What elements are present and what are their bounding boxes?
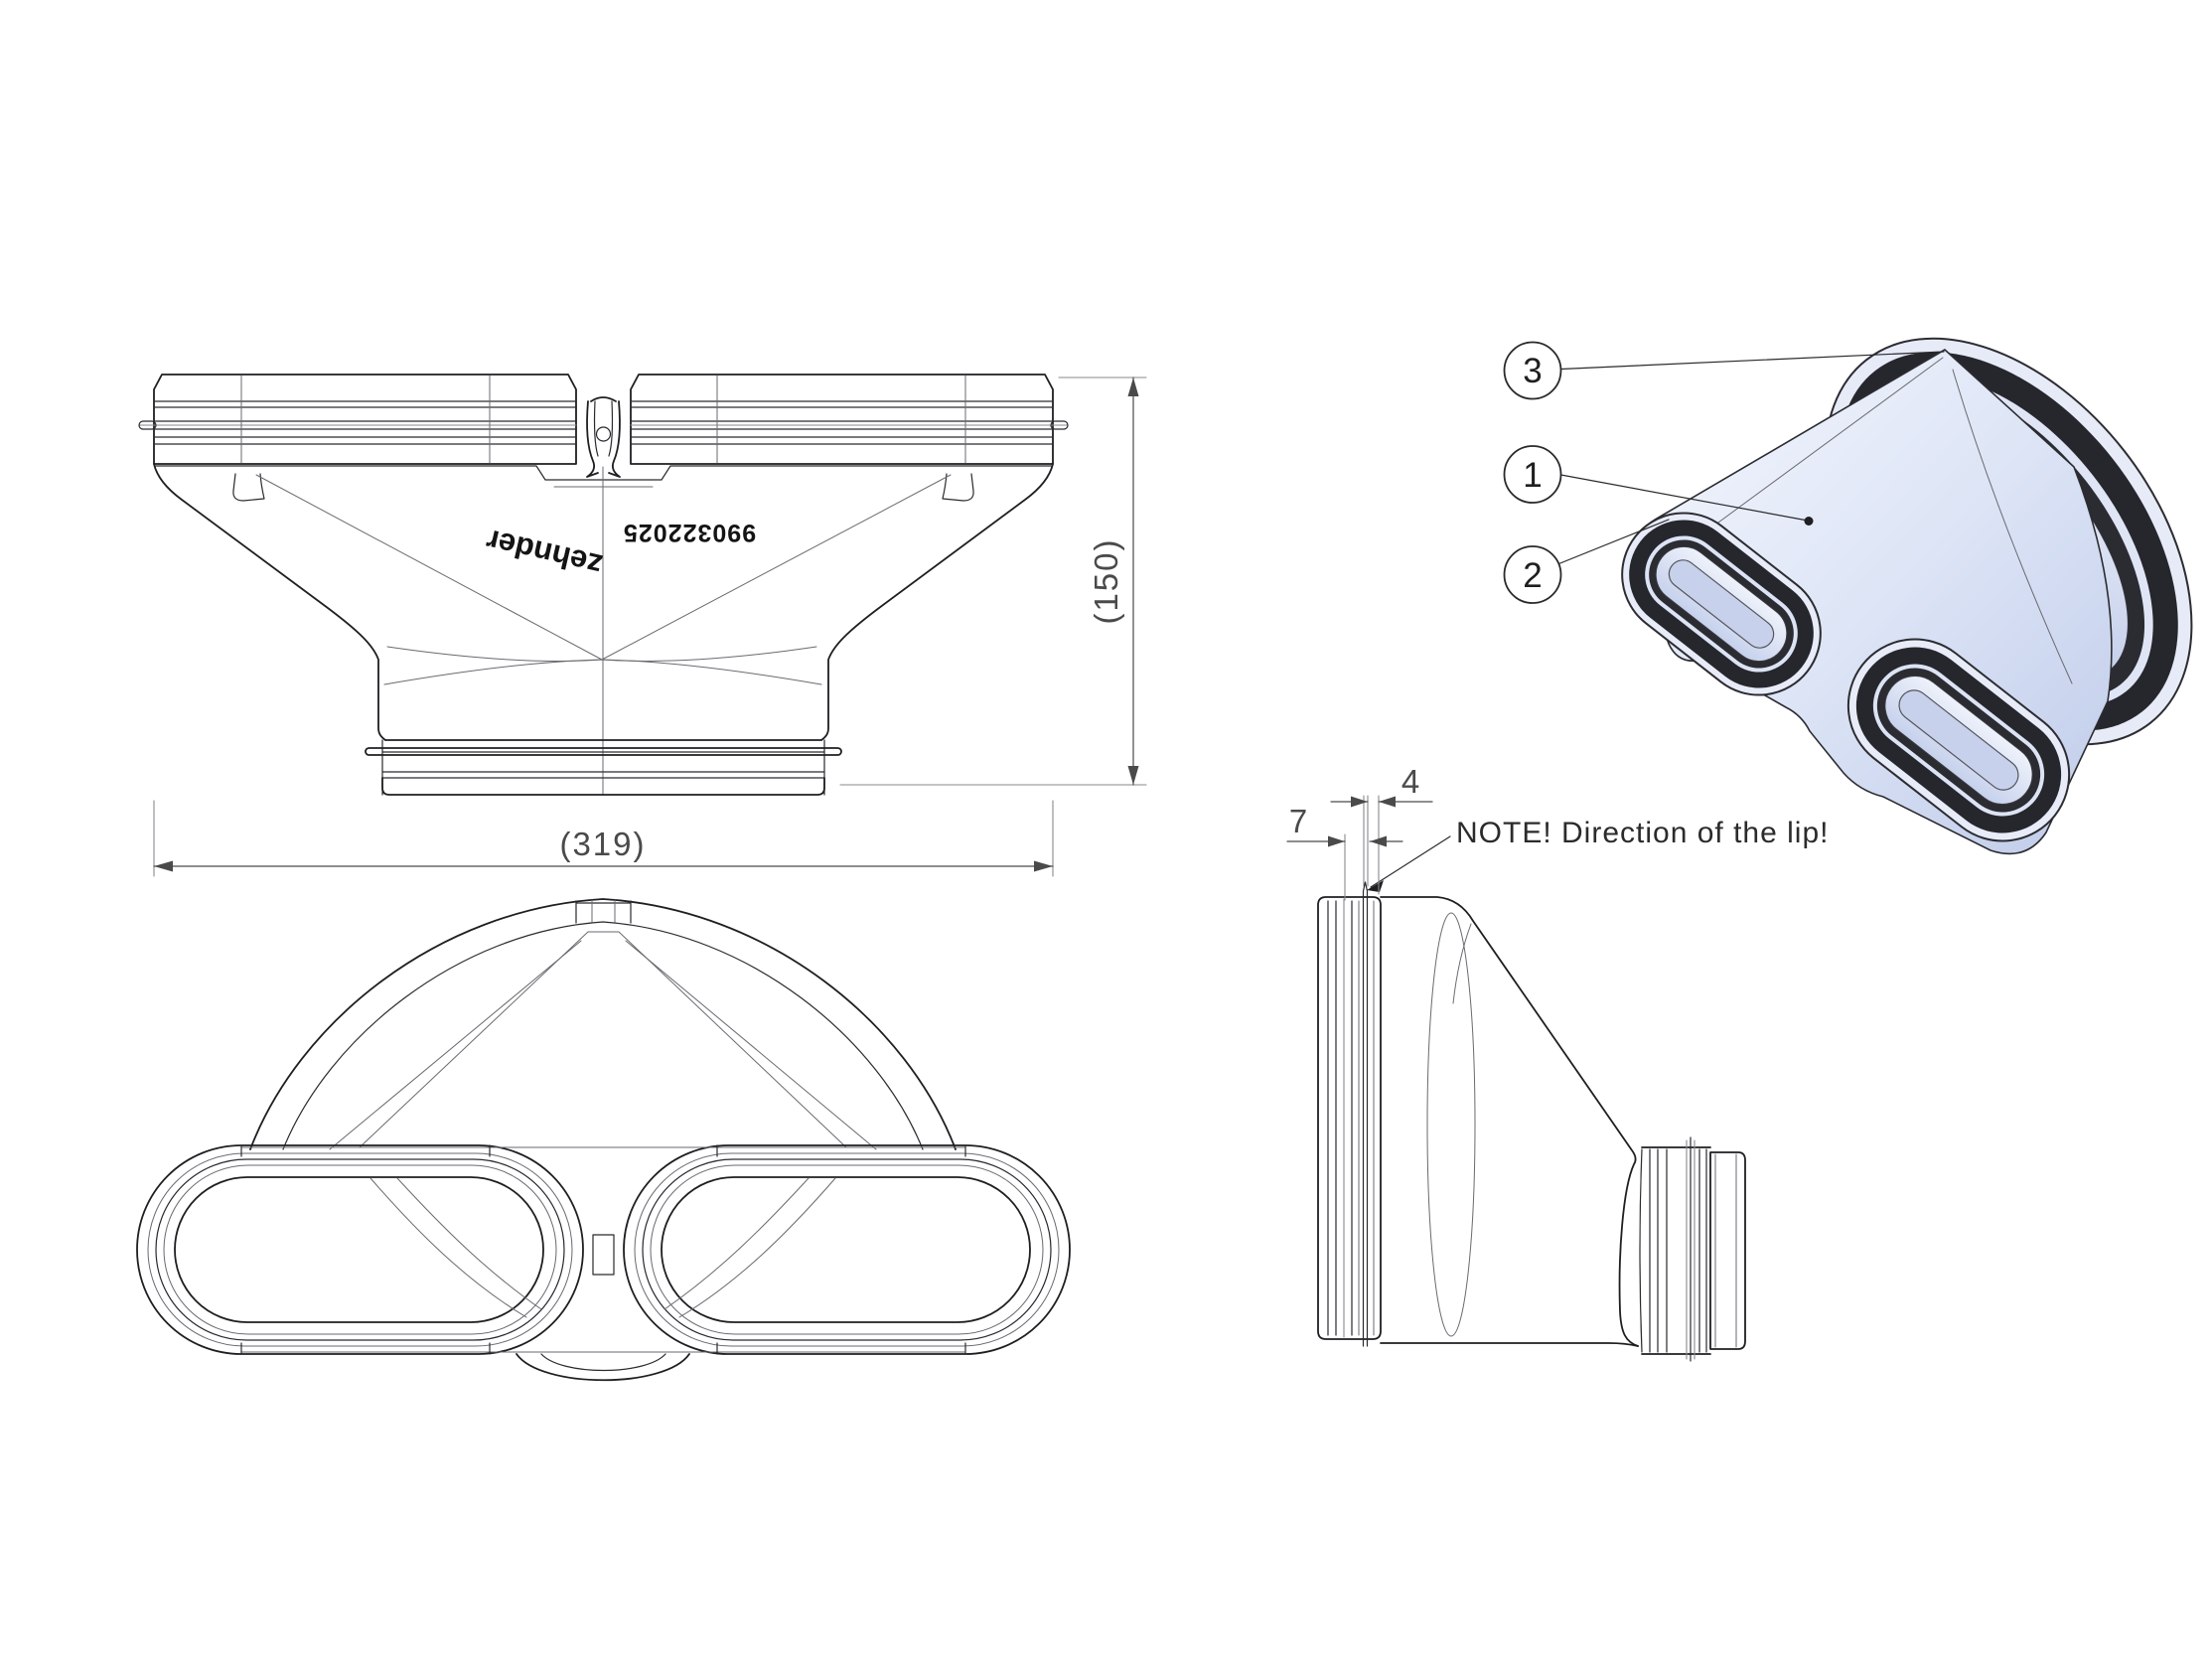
iso-body-seams [1688, 357, 2073, 684]
side-view: NOTE! Direction of the lip! 4 7 [1286, 763, 1829, 1362]
isometric-view: 3 1 2 [1503, 337, 2193, 855]
front-funnel [153, 463, 1054, 796]
brand-marking: zehnder [483, 523, 606, 583]
part-number-marking: 990322025 [623, 519, 756, 546]
dimension-lip-offset-label: 4 [1401, 763, 1421, 800]
gasket-tip-right [1050, 420, 1069, 430]
dimension-width: (319) [153, 800, 1054, 877]
front-center-clip [586, 396, 621, 478]
iso-right-oval-port [1846, 638, 2071, 842]
dimension-lip-standout: 7 [1286, 803, 1403, 901]
clip-hole [595, 426, 612, 442]
note-callout: NOTE! Direction of the lip! [1367, 817, 1829, 892]
bottom-left-oval [136, 1144, 584, 1355]
bottom-view [136, 898, 1071, 1382]
balloon-3: 3 [1503, 341, 1945, 400]
dimension-height-label: (150) [1088, 537, 1124, 624]
bottom-view-details [240, 1144, 966, 1382]
side-round-spigot [1639, 1136, 1746, 1362]
gasket-tip-left [138, 420, 157, 430]
spigot-gasket [365, 747, 842, 756]
note-label: NOTE! Direction of the lip! [1456, 817, 1829, 849]
balloon-3-label: 3 [1523, 352, 1542, 390]
dimension-lip-offset: 4 [1330, 763, 1433, 895]
front-bottom-spigot [365, 739, 842, 796]
bottom-clip-silhouette [592, 1234, 615, 1276]
side-body [1380, 896, 1639, 1347]
front-view: zehnder 990322025 [138, 374, 1069, 796]
dimension-width-label: (319) [559, 826, 646, 862]
bottom-arch [249, 898, 957, 1150]
iso-left-oval-port [1621, 512, 1822, 696]
balloon-1: 1 [1503, 445, 1814, 526]
balloon-2: 2 [1503, 519, 1670, 604]
front-left-connector [138, 374, 577, 465]
bottom-right-oval [623, 1144, 1071, 1355]
dimension-lip-standout-label: 7 [1289, 803, 1309, 839]
side-face-column [1317, 795, 1382, 1347]
balloon-2-label: 2 [1523, 556, 1542, 595]
side-sealing-lip [1362, 795, 1369, 1347]
dimension-height: (150) [839, 377, 1147, 786]
balloon-1-label: 1 [1523, 456, 1542, 495]
front-right-connector [630, 374, 1069, 465]
